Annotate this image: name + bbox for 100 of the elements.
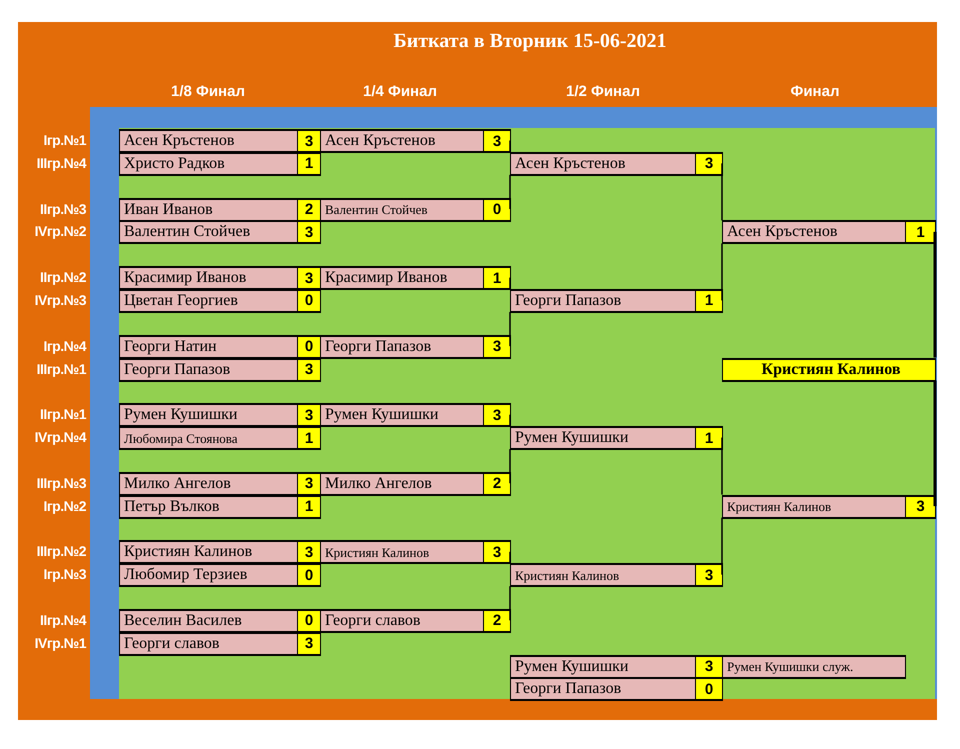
score: 0 bbox=[297, 565, 320, 586]
score: 3 bbox=[695, 565, 722, 586]
bracket-slot bbox=[320, 608, 511, 633]
bracket-slot bbox=[510, 563, 723, 588]
group-label: IVгр.№2 bbox=[34, 222, 86, 242]
group-label: Iгр.№4 bbox=[42, 336, 86, 356]
score: 3 bbox=[297, 542, 320, 562]
bracket-slot bbox=[119, 288, 321, 313]
bracket-slot bbox=[119, 198, 321, 222]
bracket-slot bbox=[510, 654, 723, 679]
player-name: Асен Кръстенов bbox=[726, 222, 838, 242]
player-name: Асен Кръстенов bbox=[324, 131, 436, 151]
bracket-line bbox=[721, 163, 723, 220]
group-label: IIIгр.№2 bbox=[36, 542, 86, 562]
bracket-line bbox=[934, 380, 936, 506]
score: 0 bbox=[695, 679, 722, 700]
player-name: Кристиян Калинов bbox=[123, 542, 254, 562]
player-name: Иван Иванов bbox=[123, 200, 214, 220]
bracket-slot bbox=[722, 654, 906, 679]
player-name: Любомира Стоянова bbox=[123, 430, 239, 448]
player-name: Румен Кушишки bbox=[324, 405, 440, 426]
bracket-line bbox=[509, 449, 511, 484]
score: 2 bbox=[483, 610, 510, 631]
group-label: IVгр.№3 bbox=[34, 290, 86, 310]
player-name: Красимир Иванов bbox=[324, 268, 448, 288]
group-label: IIIгр.№1 bbox=[36, 360, 86, 379]
score: 3 bbox=[695, 154, 722, 174]
bracket-slot bbox=[510, 288, 723, 313]
player-name: Асен Кръстенов bbox=[123, 131, 236, 151]
bracket-slot bbox=[119, 608, 321, 633]
score: 1 bbox=[297, 154, 320, 174]
bracket-line bbox=[509, 414, 511, 426]
bracket-line bbox=[721, 243, 723, 300]
player-name: Христо Радков bbox=[123, 154, 226, 174]
score: 0 bbox=[297, 336, 320, 357]
bracket-line bbox=[509, 140, 511, 152]
bracket-slot bbox=[119, 494, 321, 519]
group-label: IIгр.№1 bbox=[39, 405, 86, 424]
bracket-slot bbox=[320, 198, 511, 222]
round-header: Финал bbox=[790, 83, 840, 100]
bracket-slot bbox=[510, 152, 723, 176]
bracket-slot bbox=[320, 472, 511, 496]
score: 3 bbox=[297, 360, 320, 380]
player-name: Цветан Георгиев bbox=[123, 290, 239, 311]
bracket-slot bbox=[119, 220, 321, 244]
player-name: Румен Кушишки bbox=[514, 656, 630, 677]
bracket-line bbox=[509, 278, 511, 289]
group-label: IIIгр.№4 bbox=[36, 154, 86, 173]
player-name: Валентин Стойчев bbox=[123, 222, 252, 242]
bracket-slot bbox=[119, 563, 321, 588]
score: 1 bbox=[483, 268, 510, 288]
score: 0 bbox=[483, 200, 510, 220]
score: 0 bbox=[297, 290, 320, 311]
player-name: Георги Папазов bbox=[514, 290, 622, 311]
player-name: Георги славов bbox=[123, 634, 220, 654]
bracket-slot bbox=[510, 426, 723, 450]
player-name: Кристиян Калинов bbox=[726, 498, 832, 516]
bracket-slot bbox=[119, 129, 321, 153]
player-name: Румен Кушишки bbox=[514, 428, 630, 448]
player-name: Любомир Терзиев bbox=[123, 565, 248, 586]
bracket-slot bbox=[119, 358, 321, 382]
bracket-slot bbox=[119, 266, 321, 290]
player-name: Георги Папазов bbox=[514, 679, 622, 700]
bracket-line bbox=[509, 552, 511, 564]
champion-slot bbox=[722, 358, 936, 382]
group-label: IIIгр.№3 bbox=[36, 474, 86, 493]
bracket-slot bbox=[320, 540, 511, 564]
score: 3 bbox=[297, 131, 320, 151]
bracket-slot bbox=[119, 403, 321, 428]
group-label: Iгр.№2 bbox=[42, 496, 86, 516]
score: 3 bbox=[483, 336, 510, 357]
bracket-slot bbox=[320, 403, 511, 428]
score: 3 bbox=[297, 634, 320, 654]
bracket-slot bbox=[722, 494, 936, 519]
player-name: Георги Папазов bbox=[123, 360, 232, 380]
bracket-slot bbox=[722, 220, 936, 244]
player-name: Милко Ангелов bbox=[324, 474, 433, 494]
group-label: Iгр.№3 bbox=[42, 565, 86, 584]
group-label: IIгр.№2 bbox=[39, 268, 86, 288]
player-name: Петър Вълков bbox=[123, 496, 220, 517]
player-name: Кристиян Калинов bbox=[514, 566, 620, 585]
score: 3 bbox=[297, 474, 320, 494]
bracket-slot bbox=[119, 426, 321, 450]
player-name: Георги славов bbox=[324, 610, 422, 631]
score: 1 bbox=[695, 290, 722, 311]
bracket-slot bbox=[119, 334, 321, 359]
bracket-slot bbox=[320, 266, 511, 290]
player-name: Румен Кушишки служ. bbox=[726, 658, 854, 676]
round-header: 1/8 Финал bbox=[170, 83, 246, 100]
player-name: Асен Кръстенов bbox=[514, 154, 626, 174]
bracket-slot bbox=[119, 152, 321, 176]
bracket-slot bbox=[510, 677, 723, 702]
group-label: Iгр.№1 bbox=[42, 131, 86, 150]
bracket-line bbox=[721, 518, 723, 575]
bracket-line bbox=[509, 586, 511, 620]
round-header: 1/2 Финал bbox=[565, 83, 641, 100]
bracket-slot bbox=[119, 632, 321, 656]
player-name: Красимир Иванов bbox=[123, 268, 248, 288]
player-name: Кристиян Калинов bbox=[324, 544, 430, 562]
score: 3 bbox=[483, 542, 510, 562]
